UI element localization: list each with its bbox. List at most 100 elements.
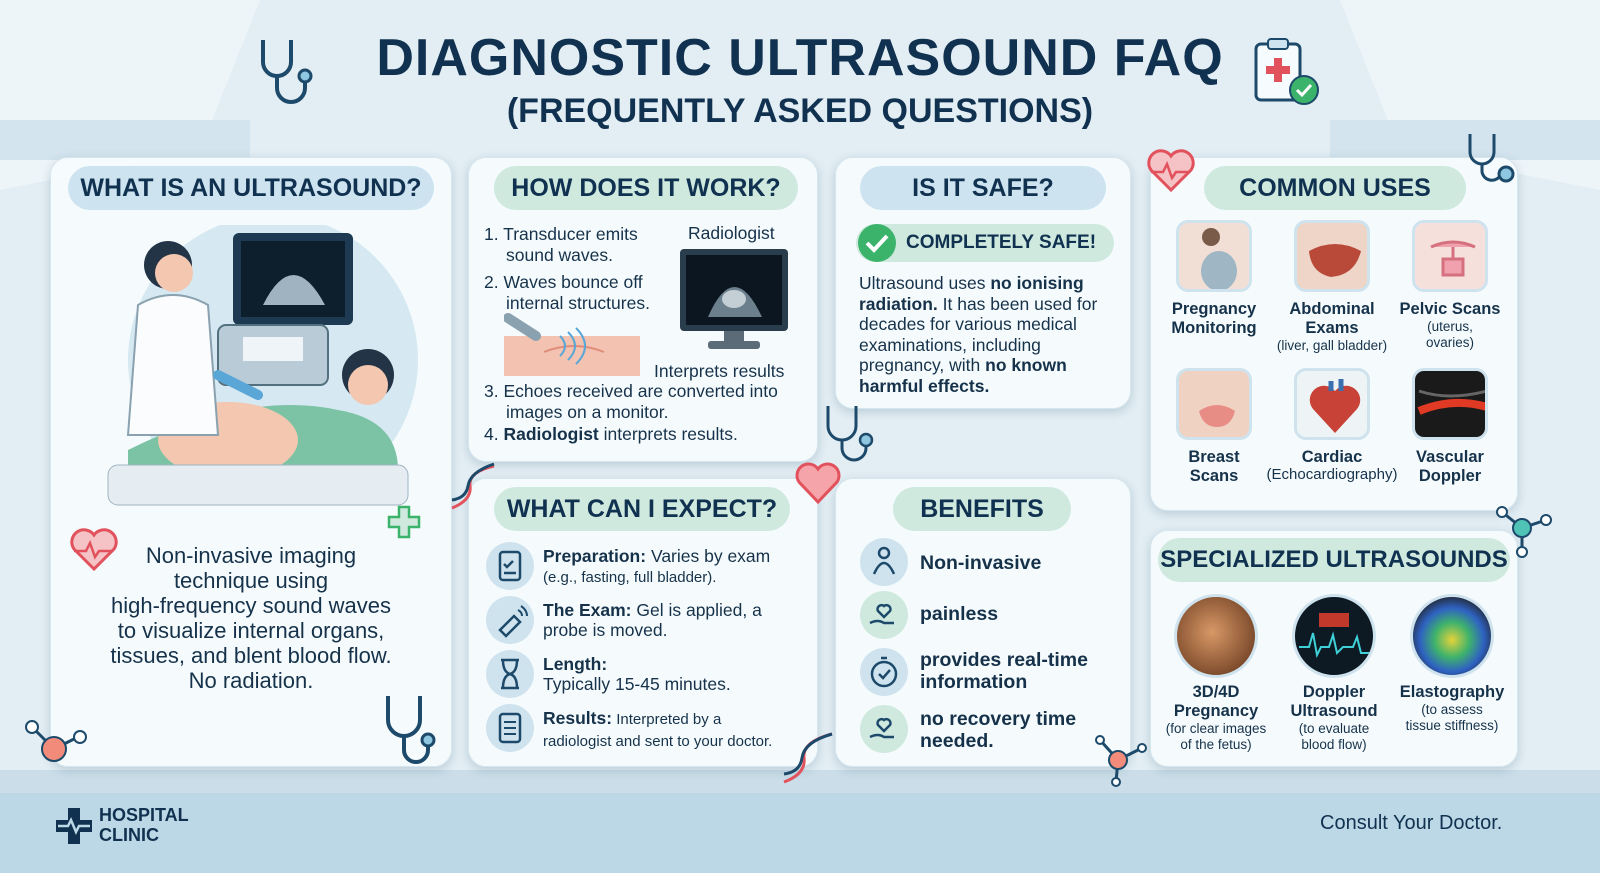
benefit-item: painless: [920, 603, 998, 625]
hourglass-icon: [486, 650, 534, 698]
footer-logo-text: HOSPITAL CLINIC: [99, 805, 189, 845]
safe-heading: IS IT SAFE?: [860, 166, 1106, 210]
use-abdominal-caption: Abdominal Exams (liver, gall bladder): [1262, 300, 1402, 354]
molecule-icon: [1496, 506, 1552, 558]
what-is-line: to visualize internal organs,: [117, 618, 385, 643]
safe-description: Ultrasound uses no ionising radiation. I…: [859, 273, 1121, 396]
heart-pulse-icon: [70, 528, 118, 572]
safe-badge: COMPLETELY SAFE!: [856, 224, 1114, 262]
page-title: DIAGNOSTIC ULTRASOUND FAQ: [376, 29, 1224, 87]
special-name: Ultrasound: [1290, 702, 1378, 720]
safe-text: decades for various medical: [859, 314, 1077, 334]
expect-item: The Exam: Gel is applied, a probe is mov…: [543, 600, 815, 640]
logo-line: HOSPITAL: [99, 805, 189, 825]
safe-bold: radiation.: [859, 293, 938, 314]
expect-item: Results: Interpreted by a radiologist an…: [543, 708, 815, 752]
heart-organ-icon: [1309, 379, 1361, 433]
use-name: Pelvic Scans: [1399, 300, 1501, 318]
how-step-4: 4. Radiologist interprets results.: [484, 424, 814, 445]
use-pelvic-caption: Pelvic Scans (uterus, ovaries): [1396, 300, 1504, 351]
footer: [0, 793, 1600, 873]
what-is-line: high-frequency sound waves: [110, 593, 392, 618]
clipboard-check-icon: [1254, 38, 1319, 105]
doppler-image: [1292, 594, 1376, 678]
special-detail: (to assess: [1421, 702, 1483, 717]
step-bold: Radiologist: [503, 424, 599, 444]
benefit-text: needed.: [920, 730, 994, 752]
step-text: sound waves.: [506, 245, 614, 265]
elastography-image: [1410, 594, 1494, 678]
breast-image: [1176, 368, 1252, 440]
benefit-text: information: [920, 671, 1028, 693]
heart-hand-icon: [860, 705, 908, 753]
pregnancy-figure-icon: [1201, 228, 1237, 289]
expect-label: Length:: [543, 654, 608, 674]
check-circle-icon: [858, 224, 896, 262]
benefit-text: painless: [920, 603, 999, 625]
use-cardiac-caption: Cardiac (Echocardiography): [1262, 448, 1402, 483]
safe-text: pregnancy, with: [859, 355, 986, 375]
special-doppler-caption: Doppler Ultrasound (to evaluate blood fl…: [1274, 683, 1394, 753]
special-detail: tissue stiffness): [1405, 718, 1499, 733]
special-detail: (to evaluate: [1298, 721, 1370, 736]
timer-icon: [860, 648, 908, 696]
pelvic-image: [1412, 220, 1488, 292]
benefit-item: provides real-time information: [920, 649, 1088, 693]
use-name: Abdominal: [1289, 300, 1375, 318]
step-number: 4.: [484, 424, 499, 444]
safe-bold: harmful effects.: [859, 375, 990, 396]
special-name: Doppler: [1302, 683, 1366, 701]
safe-badge-text: COMPLETELY SAFE!: [906, 232, 1097, 253]
what-is-line: No radiation.: [188, 668, 314, 693]
page-subtitle: (FREQUENTLY ASKED QUESTIONS): [506, 92, 1094, 130]
expect-text: Varies by exam: [646, 546, 771, 566]
pregnancy-image: [1176, 220, 1252, 292]
stethoscope-icon: [1468, 134, 1515, 183]
special-name: 3D/4D: [1192, 683, 1240, 701]
safe-text: examinations, including: [859, 334, 1041, 355]
heart-hand-icon: [860, 591, 908, 639]
use-pregnancy-caption: Pregnancy Monitoring: [1160, 300, 1268, 338]
use-name: Monitoring: [1171, 319, 1257, 337]
benefits-heading: BENEFITS: [893, 487, 1071, 531]
interprets-label: Interprets results: [654, 361, 785, 381]
safe-bold: no known: [985, 355, 1067, 375]
dna-icon: [451, 462, 495, 510]
use-name: Doppler: [1418, 467, 1482, 485]
use-detail: ovaries): [1425, 335, 1474, 350]
expect-label: Results:: [543, 708, 613, 728]
ultrasound-exam-illustration: [107, 225, 418, 506]
clipboard-check-icon: [486, 542, 534, 590]
use-name: Vascular: [1416, 448, 1484, 466]
3d-pregnancy-image: [1174, 594, 1258, 678]
step-text: Transducer emits: [503, 224, 638, 244]
use-name: Cardiac: [1301, 448, 1363, 466]
expect-label: Preparation:: [543, 546, 647, 566]
liver-icon: [1309, 244, 1361, 277]
uses-card: [1150, 157, 1518, 511]
how-heading: HOW DOES IT WORK?: [494, 166, 798, 210]
special-3d-caption: 3D/4D Pregnancy (for clear images of the…: [1156, 683, 1276, 753]
hospital-logo-icon: [56, 808, 92, 844]
safe-text: It has been used for: [937, 293, 1098, 314]
benefit-item: no recovery time needed.: [920, 708, 1076, 752]
heart-pulse-icon: [1147, 149, 1195, 193]
expect-item: Length: Typically 15-45 minutes.: [543, 654, 815, 694]
logo-line: CLINIC: [99, 825, 159, 845]
special-detail: of the fetus): [1180, 737, 1252, 752]
expect-label: The Exam:: [543, 600, 632, 620]
special-elastography-caption: Elastography (to assess tissue stiffness…: [1388, 683, 1516, 734]
use-name: Pregnancy: [1171, 300, 1257, 318]
molecule-icon: [25, 720, 87, 762]
dna-icon: [783, 732, 833, 784]
step-text: internal structures.: [506, 293, 650, 313]
use-name: Scans: [1189, 467, 1239, 485]
stethoscope-icon: [261, 40, 313, 104]
step-number: 2.: [484, 272, 499, 292]
benefit-item: Non-invasive: [920, 552, 1041, 574]
probe-icon: [486, 596, 534, 644]
plus-icon: [387, 505, 421, 539]
expect-item: Preparation: Varies by exam (e.g., fasti…: [543, 546, 815, 588]
report-icon: [486, 704, 534, 752]
benefit-text: no recovery time: [920, 708, 1077, 730]
